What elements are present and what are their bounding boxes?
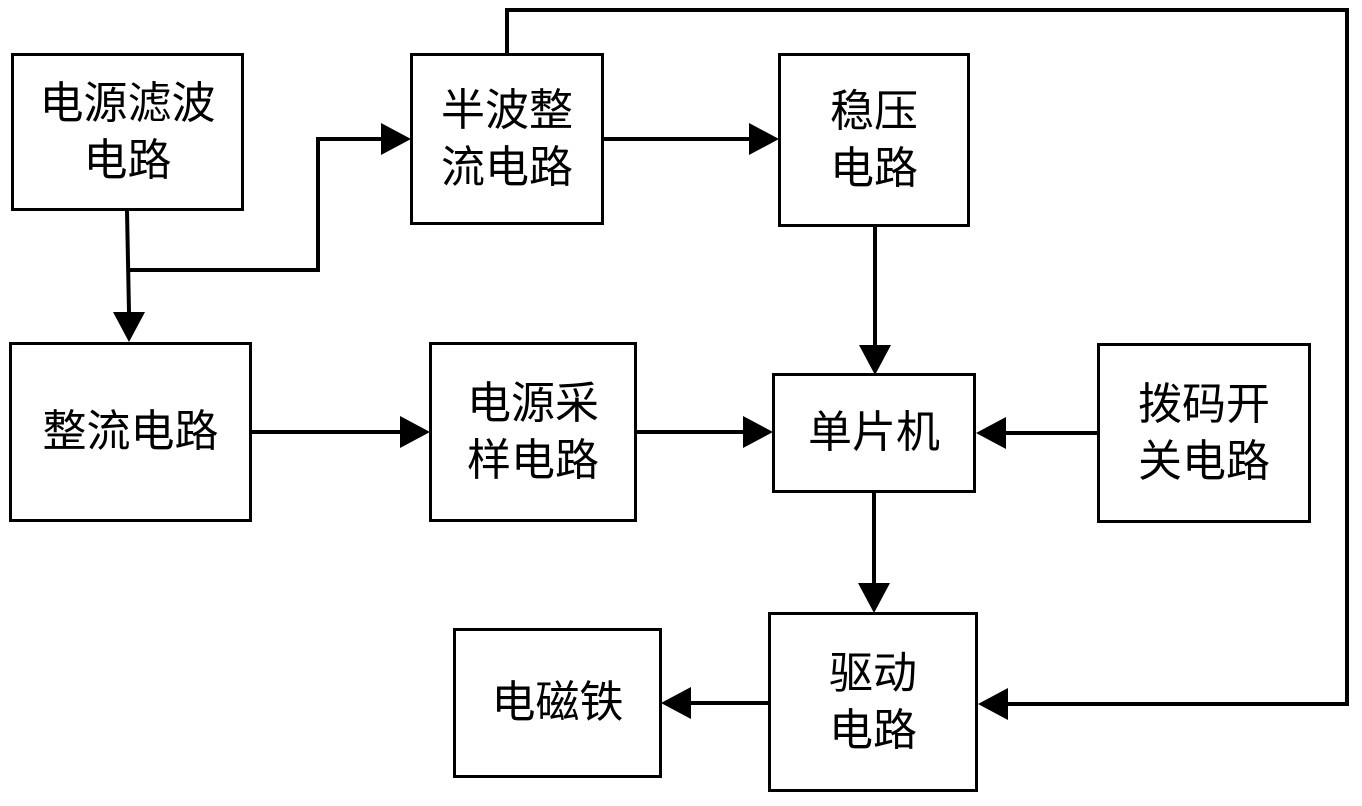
electromagnet-label: 电磁铁 <box>491 677 624 729</box>
arrowhead-electromagnet <box>661 687 691 719</box>
arrowhead-sampling <box>400 416 430 448</box>
arrowhead-half-wave <box>381 123 411 155</box>
dip-switch-label-line2: 关电路 <box>1138 436 1270 487</box>
dip-switch-block: 拨码开 关电路 <box>1097 343 1311 523</box>
rectifier-block: 整流电路 <box>9 342 252 522</box>
drive-circuit-label-line1: 驱动 <box>829 647 917 699</box>
power-sampling-label-line1: 电源采 <box>467 377 599 429</box>
voltage-regulator-label-line2: 电路 <box>830 143 918 194</box>
power-filter-label-line2: 电路 <box>83 135 172 186</box>
arrowhead-rectifier <box>113 312 145 342</box>
power-sampling-label-line2: 样电路 <box>467 435 599 486</box>
power-filter-block: 电源滤波 电路 <box>11 53 244 211</box>
drive-circuit-block: 驱动 电路 <box>768 612 978 792</box>
power-sampling-block: 电源采 样电路 <box>429 342 637 522</box>
electromagnet-block: 电磁铁 <box>453 628 662 778</box>
voltage-regulator-label-line1: 稳压 <box>830 85 918 137</box>
arrowhead-drive-top <box>858 583 890 613</box>
half-wave-rectifier-block: 半波整 流电路 <box>410 53 604 225</box>
arrowhead-mcu-left <box>743 416 773 448</box>
drive-circuit-label-line2: 电路 <box>829 705 917 756</box>
rectifier-label: 整流电路 <box>42 406 219 458</box>
connector-half-wave-to-drive <box>505 8 1349 706</box>
half-wave-rectifier-label-line2: 流电路 <box>441 142 573 193</box>
connector-filter-to-half-wave <box>129 137 382 272</box>
arrowhead-mcu-right <box>976 417 1006 449</box>
half-wave-rectifier-label-line1: 半波整 <box>441 84 573 136</box>
arrowhead-mcu-top <box>859 345 891 375</box>
dip-switch-label-line1: 拨码开 <box>1138 378 1270 430</box>
arrowhead-drive-right <box>978 688 1008 720</box>
mcu-label: 单片机 <box>808 407 940 459</box>
arrowhead-regulator <box>749 123 779 155</box>
voltage-regulator-block: 稳压 电路 <box>778 53 970 227</box>
mcu-block: 单片机 <box>772 373 976 493</box>
power-filter-label-line1: 电源滤波 <box>39 77 216 129</box>
connector-filter-to-rectifier <box>125 210 131 313</box>
